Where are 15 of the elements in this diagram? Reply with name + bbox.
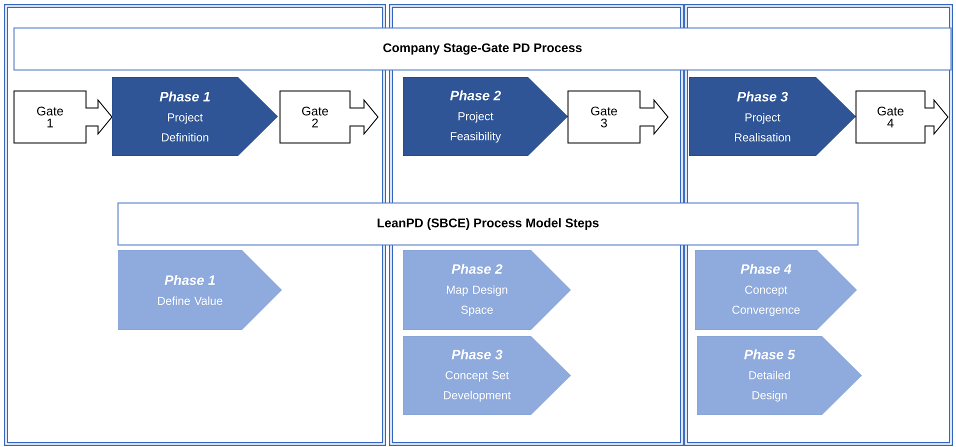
title-banner: LeanPD (SBCE) Process Model Steps [118,202,858,246]
gate-box: Gate 4 [856,90,949,144]
phase-step: Phase 2 Map Design Space [403,250,571,330]
phase-step: Phase 2 Project Feasibility [403,77,568,156]
phase-step: Phase 4 Concept Convergence [695,250,857,330]
phase-step: Phase 1 Project Definition [112,77,278,156]
gate-box: Gate 2 [280,90,379,144]
gate-box: Gate 1 [14,90,113,144]
phase-step: Phase 3 Concept Set Development [403,336,571,415]
gate-box: Gate 3 [568,90,669,144]
phase-step: Phase 3 Project Realisation [689,77,856,156]
title-banner: Company Stage-Gate PD Process [14,28,952,70]
column-panel [684,4,953,446]
phase-step: Phase 5 Detailed Design [697,336,862,415]
phase-step: Phase 1 Define Value [118,250,282,330]
